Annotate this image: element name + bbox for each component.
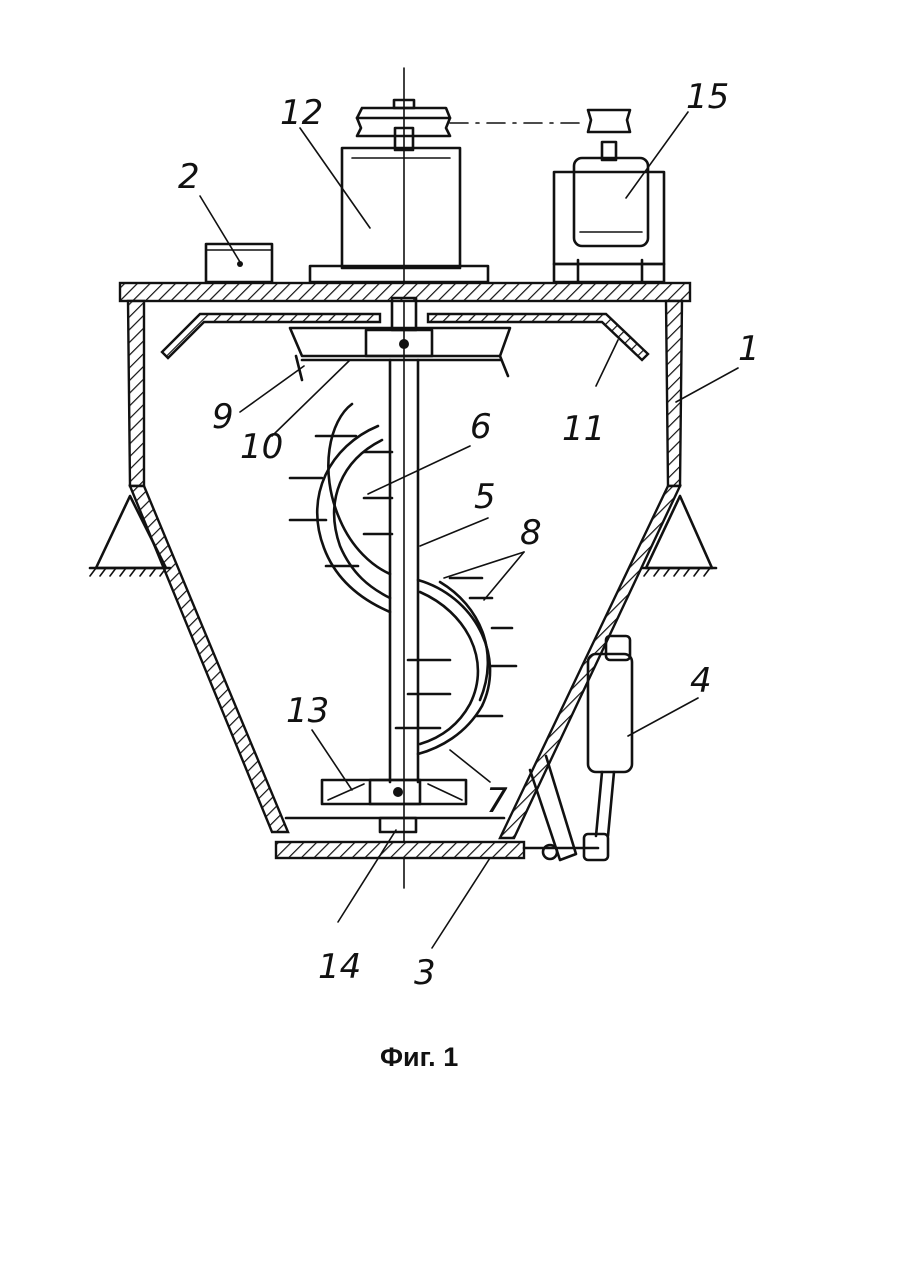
inlet-box [206,244,272,282]
label-2: 2 [178,157,200,197]
auxiliary-motor [554,110,664,282]
label-7: 7 [486,781,508,821]
bottom-cover [276,842,524,858]
label-9: 9 [212,397,234,437]
figure-caption: Фиг. 1 [380,1042,458,1072]
label-6: 6 [470,407,492,447]
label-1: 1 [738,329,760,369]
lower-screw [396,578,516,754]
label-11: 11 [562,409,605,449]
bottom-agitator [286,780,504,832]
deflector-hood [162,314,648,360]
support-legs [90,496,716,576]
distributor-disc [290,328,510,380]
label-4: 4 [690,661,712,701]
upper-screw [290,404,392,612]
label-15: 15 [686,77,729,117]
label-10: 10 [240,427,283,467]
label-3: 3 [414,953,436,993]
label-13: 13 [286,691,329,731]
label-12: 12 [280,93,323,133]
drive-motor [310,100,488,282]
label-14: 14 [318,947,361,987]
label-5: 5 [474,477,496,517]
label-8: 8 [520,513,542,553]
